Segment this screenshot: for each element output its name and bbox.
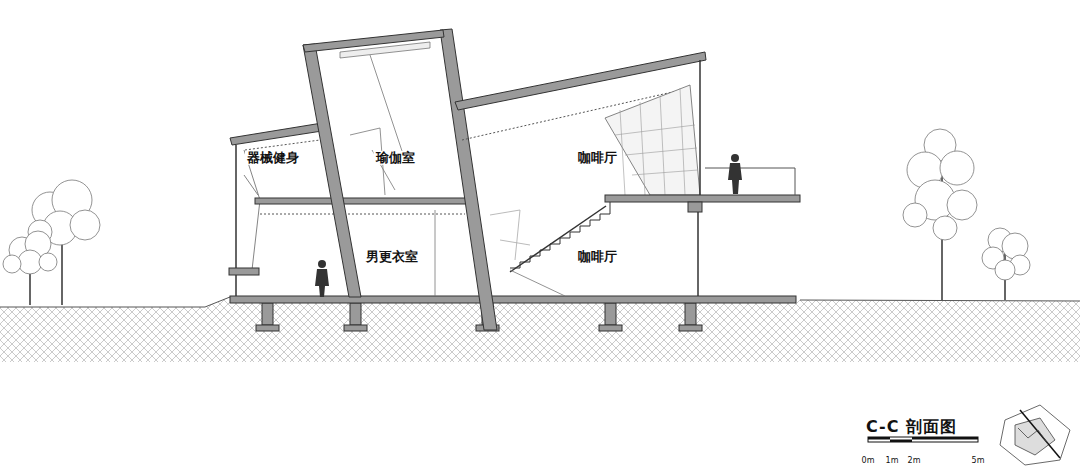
scale-number: 2m <box>908 457 921 466</box>
scale-number: 1m <box>886 457 899 466</box>
room-label: 咖啡厅 <box>576 250 619 264</box>
drawing-title: C-C 剖面图 <box>866 418 957 436</box>
scale-number: 0m <box>862 457 875 466</box>
scale-number: 5m <box>972 457 985 466</box>
room-label: 男更衣室 <box>364 250 420 264</box>
room-label: 咖啡厅 <box>576 151 619 165</box>
room-label: 器械健身 <box>245 151 301 165</box>
room-label: 瑜伽室 <box>374 151 417 165</box>
